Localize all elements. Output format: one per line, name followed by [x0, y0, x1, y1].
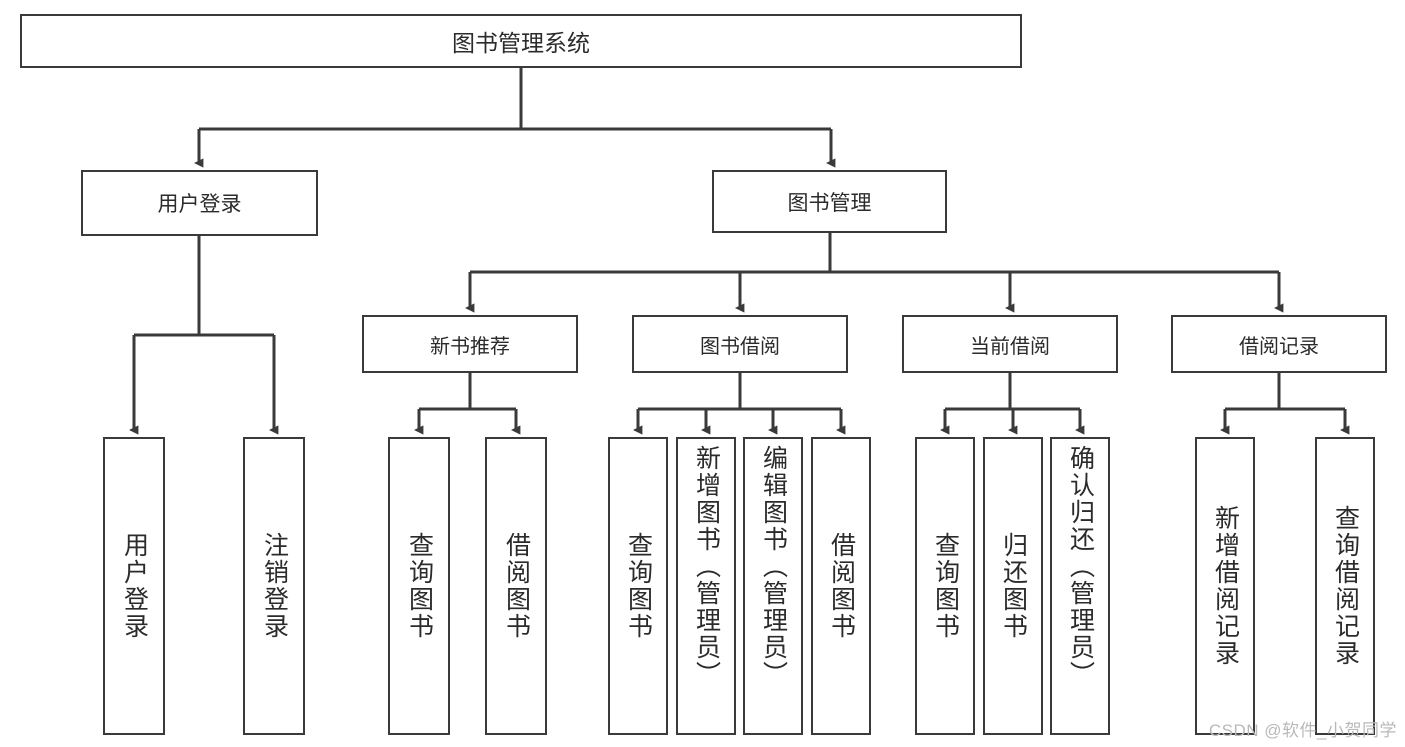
- leaf-edit-book-admin[interactable]: 编辑图书（管理员）: [743, 437, 803, 735]
- node-current-borrow[interactable]: 当前借阅: [902, 315, 1118, 373]
- node-label: 图书管理: [787, 191, 872, 215]
- leaf-label: 查询图书: [624, 532, 653, 640]
- leaf-label: 查询图书: [405, 532, 434, 640]
- leaf-add-borrow-record[interactable]: 新增借阅记录: [1195, 437, 1255, 735]
- leaf-logout-login[interactable]: 注销登录: [243, 437, 305, 735]
- node-borrow-record[interactable]: 借阅记录: [1171, 315, 1387, 373]
- node-label: 当前借阅: [970, 335, 1050, 358]
- node-label: 图书借阅: [700, 335, 780, 358]
- leaf-label: 查询借阅记录: [1331, 505, 1360, 667]
- leaf-label: 新增借阅记录: [1211, 505, 1240, 667]
- leaf-label: 归还图书: [999, 532, 1028, 640]
- leaf-add-book-admin[interactable]: 新增图书（管理员）: [676, 437, 736, 735]
- leaf-return-book[interactable]: 归还图书: [983, 437, 1043, 735]
- node-root[interactable]: 图书管理系统: [20, 14, 1022, 68]
- leaf-label: 确认归还（管理员）: [1066, 445, 1095, 688]
- node-book-management[interactable]: 图书管理: [712, 170, 947, 233]
- leaf-query-borrow-record[interactable]: 查询借阅记录: [1315, 437, 1375, 735]
- leaf-borrow-book-recommend[interactable]: 借阅图书: [485, 437, 547, 735]
- leaf-label: 查询图书: [931, 532, 960, 640]
- leaf-query-book-recommend[interactable]: 查询图书: [388, 437, 450, 735]
- node-label: 借阅记录: [1239, 335, 1319, 358]
- node-label: 用户登录: [157, 193, 242, 216]
- leaf-user-login[interactable]: 用户登录: [103, 437, 165, 735]
- leaf-label: 用户登录: [120, 532, 149, 640]
- node-label: 图书管理系统: [452, 30, 590, 56]
- leaf-label: 注销登录: [260, 532, 289, 640]
- leaf-label: 新增图书（管理员）: [692, 445, 721, 688]
- leaf-label: 借阅图书: [502, 532, 531, 640]
- leaf-confirm-return-admin[interactable]: 确认归还（管理员）: [1050, 437, 1110, 735]
- leaf-label: 借阅图书: [827, 532, 856, 640]
- node-user-login[interactable]: 用户登录: [81, 170, 318, 236]
- watermark: CSDN @软件_小贺同学: [1208, 721, 1397, 740]
- node-new-book-recommend[interactable]: 新书推荐: [362, 315, 578, 373]
- node-book-borrow[interactable]: 图书借阅: [632, 315, 848, 373]
- node-label: 新书推荐: [430, 335, 510, 358]
- leaf-query-book-current[interactable]: 查询图书: [915, 437, 975, 735]
- leaf-label: 编辑图书（管理员）: [759, 445, 788, 688]
- leaf-query-book-borrow[interactable]: 查询图书: [608, 437, 668, 735]
- leaf-borrow-book[interactable]: 借阅图书: [811, 437, 871, 735]
